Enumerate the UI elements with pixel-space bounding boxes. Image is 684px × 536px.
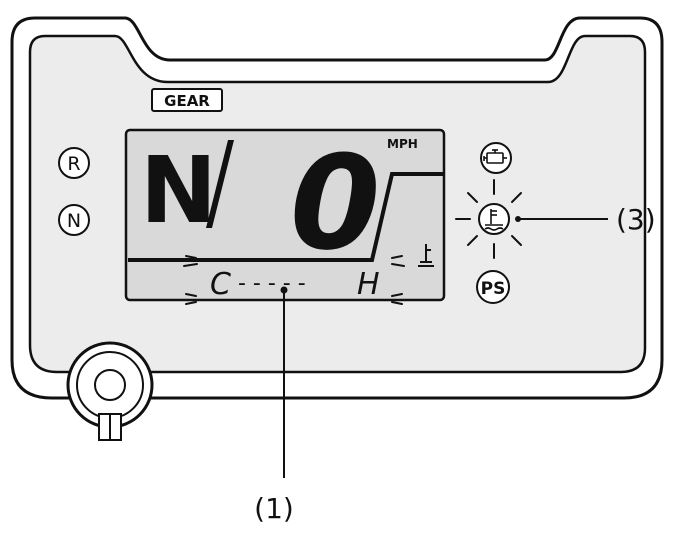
power-steering-indicator: PS — [476, 270, 510, 304]
lcd-divider — [206, 140, 234, 228]
coolant-temperature-indicator — [455, 179, 522, 259]
callout-1: (1) — [254, 286, 294, 525]
coolant-temperature-icon — [484, 209, 504, 231]
power-steering-label: PS — [481, 279, 506, 299]
gear-label-box: GEAR — [151, 88, 223, 112]
gear-label: GEAR — [164, 92, 210, 110]
callout-1-label: (1) — [254, 492, 294, 525]
temp-hot-label: H — [357, 267, 380, 302]
speed-readout: 0 — [290, 127, 380, 279]
callout-3-label: (3) — [616, 203, 656, 236]
lcd-display: N 0 MPH C - - - - - H — [124, 127, 446, 305]
lcd-temperature-icon — [418, 244, 434, 267]
gear-readout: N — [140, 137, 217, 244]
key-switch — [66, 341, 154, 441]
temp-gauge-dashes: - - - - - — [238, 271, 306, 296]
lcd-bar-line — [128, 172, 444, 262]
speed-unit: MPH — [387, 137, 418, 151]
temp-gauge-blink-marks — [183, 255, 405, 305]
reverse-indicator-label: R — [67, 153, 80, 175]
engine-indicator — [480, 142, 512, 174]
temp-cold-label: C — [210, 267, 231, 302]
callout-3: (3) — [518, 203, 656, 236]
reverse-indicator: R — [58, 147, 90, 179]
neutral-indicator-label: N — [67, 210, 81, 232]
warning-blink-rays — [455, 179, 522, 259]
neutral-indicator: N — [58, 204, 90, 236]
engine-icon — [483, 149, 507, 164]
